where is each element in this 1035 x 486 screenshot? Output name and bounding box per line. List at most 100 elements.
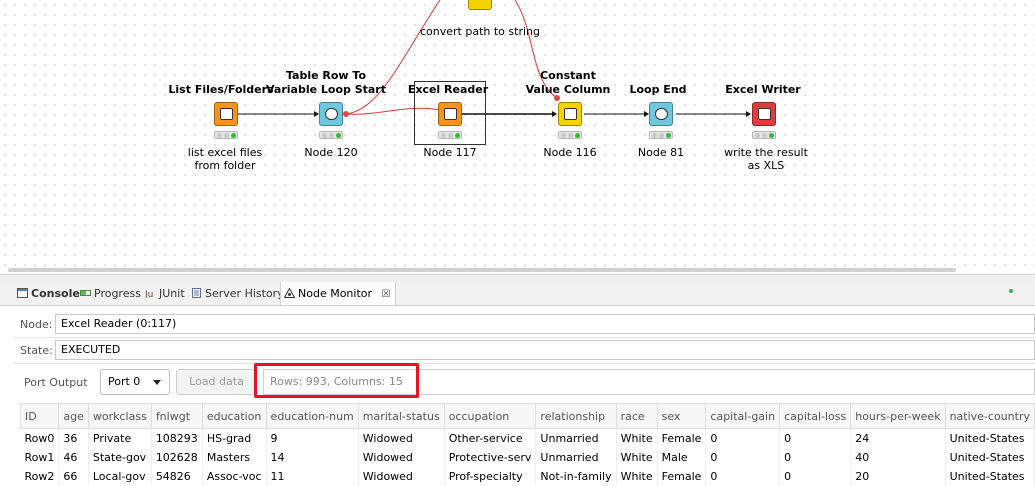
tab-label: Node Monitor — [298, 287, 373, 300]
table-cell: 54826 — [151, 467, 203, 486]
divider — [14, 363, 1035, 364]
table-cell: 108293 — [151, 428, 203, 448]
node-status-lights — [214, 131, 238, 139]
column-header[interactable]: age — [58, 403, 89, 429]
table-cell: 0 — [779, 467, 852, 486]
table-cell: Unmarried — [535, 448, 617, 467]
node-label-list-files: list excel files from folder — [187, 146, 263, 172]
column-header[interactable]: ID — [19, 403, 60, 429]
node-title-constant-value: Constant Value Column — [525, 69, 611, 96]
folder-list-icon[interactable] — [214, 102, 238, 126]
node-glyph — [758, 108, 771, 120]
table-cell: 0 — [779, 448, 852, 467]
table-cell: White — [616, 428, 658, 448]
column-header[interactable]: workclass — [87, 403, 152, 429]
tab-progress[interactable]: Progress — [77, 282, 141, 305]
tab-server-history[interactable]: Server History — [188, 282, 284, 305]
divider — [14, 337, 1035, 338]
table-cell: Female — [657, 428, 707, 448]
node-monitor-icon — [284, 288, 295, 298]
table-cell: Not-in-family — [535, 467, 617, 486]
node-glyph — [655, 108, 668, 120]
canvas-horizontal-scrollbar[interactable] — [8, 268, 956, 272]
table-cell: White — [616, 467, 658, 486]
tab-label: Console — [31, 287, 80, 300]
workflow-canvas[interactable]: convert path to string List Files/Folder… — [0, 0, 1035, 274]
table-cell: United-States — [945, 428, 1035, 448]
column-header[interactable]: education-num — [265, 403, 359, 429]
node-glyph — [325, 108, 338, 120]
table-cell: 0 — [705, 428, 781, 448]
table-cell: Assoc-voc — [202, 467, 267, 486]
node-field[interactable]: Excel Reader (0:117) — [55, 314, 1035, 334]
rows-columns-highlight — [254, 363, 419, 398]
table-cell: HS-grad — [202, 428, 267, 448]
data-table[interactable]: ID age workclass fnlwgt education educat… — [19, 403, 1035, 486]
column-header[interactable]: capital-gain — [705, 403, 781, 429]
node-glyph — [564, 108, 577, 120]
arrow-head — [552, 111, 557, 117]
column-header[interactable]: education — [201, 403, 267, 429]
constant-column-icon[interactable] — [558, 102, 582, 126]
variable-connection-convert-to-constant[interactable] — [514, 0, 558, 99]
variable-port[interactable] — [343, 111, 349, 117]
node-title-excel-writer: Excel Writer — [725, 83, 801, 96]
excel-read-icon[interactable] — [438, 102, 462, 126]
table-cell: 36 — [58, 428, 89, 448]
node-title-table-row-loop: Table Row To Variable Loop Start — [265, 69, 387, 96]
table-row[interactable]: Row1 46 State-gov 102628 Masters 14 Wido… — [20, 448, 1035, 467]
variable-port[interactable] — [554, 95, 560, 101]
table-cell: 0 — [705, 448, 781, 467]
table-cell: Protective-serv — [444, 448, 537, 467]
port-select[interactable]: Port 0 — [100, 369, 170, 395]
column-header[interactable]: race — [615, 403, 658, 429]
table-cell: 0 — [705, 467, 781, 486]
table-row[interactable]: Row0 36 Private 108293 HS-grad 9 Widowed… — [20, 428, 1035, 448]
table-cell: 40 — [850, 448, 946, 467]
chevron-down-icon — [153, 380, 161, 385]
port-select-value: Port 0 — [108, 375, 141, 388]
variable-connection-loop-to-convert[interactable] — [345, 0, 441, 115]
node-status-lights — [319, 131, 343, 139]
state-field-label: State: — [20, 344, 53, 357]
arrow-head — [314, 111, 319, 117]
column-header[interactable]: occupation — [443, 403, 537, 429]
close-icon[interactable]: ☒ — [381, 289, 391, 300]
tab-label: JUnit — [159, 287, 185, 300]
string-manipulation-icon[interactable] — [468, 0, 492, 10]
server-history-icon — [192, 288, 201, 298]
tab-junit[interactable]: Ju JUnit — [142, 282, 185, 305]
column-header[interactable]: native-country — [944, 403, 1035, 429]
node-selection-box — [414, 81, 486, 145]
state-field[interactable]: EXECUTED — [55, 340, 1035, 360]
column-header[interactable]: capital-loss — [779, 403, 852, 429]
loop-start-icon[interactable] — [319, 102, 343, 126]
column-header[interactable]: hours-per-week — [850, 403, 946, 429]
table-cell: Row1 — [20, 448, 60, 467]
view-sash[interactable] — [0, 274, 1035, 283]
column-header[interactable]: fnlwgt — [150, 403, 203, 429]
loop-end-icon[interactable] — [649, 102, 673, 126]
column-header[interactable]: marital-status — [357, 403, 445, 429]
table-cell: White — [616, 448, 658, 467]
tab-label: Progress — [94, 287, 141, 300]
table-cell: 20 — [850, 467, 946, 486]
column-header[interactable]: relationship — [535, 403, 617, 429]
table-cell: 102628 — [151, 448, 203, 467]
console-icon — [17, 288, 28, 298]
table-cell: Row2 — [20, 467, 60, 486]
node-title-list-files: List Files/Folders — [168, 83, 274, 96]
view-tab-bar: Console Progress Ju JUnit Server History… — [0, 282, 1035, 306]
node-status-lights — [438, 131, 462, 139]
table-row[interactable]: Row2 66 Local-gov 54826 Assoc-voc 11 Wid… — [20, 467, 1035, 486]
column-header[interactable]: sex — [656, 403, 707, 429]
variable-connection-loop-to-reader[interactable] — [345, 107, 441, 115]
tab-node-monitor[interactable]: Node Monitor ☒ — [280, 282, 396, 305]
arrow-head — [746, 111, 751, 117]
table-cell: Widowed — [358, 448, 445, 467]
excel-write-icon[interactable] — [752, 102, 776, 126]
table-cell: United-States — [945, 448, 1035, 467]
table-cell: United-States — [945, 467, 1035, 486]
load-data-button[interactable]: Load data — [176, 369, 257, 395]
tab-console[interactable]: Console — [14, 282, 80, 305]
